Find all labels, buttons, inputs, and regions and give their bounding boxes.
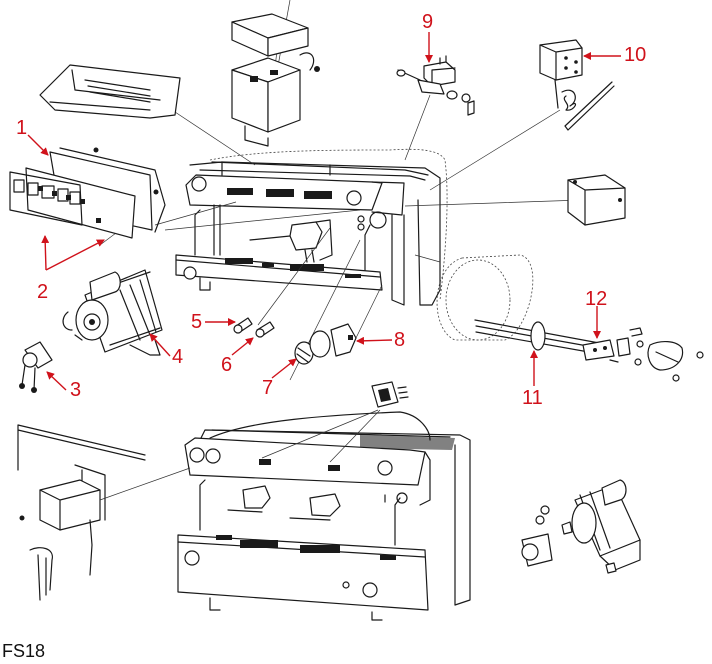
callout-9: 9 bbox=[422, 11, 434, 33]
espresso-machine-3-group bbox=[175, 148, 448, 306]
callout-5: 5 bbox=[191, 311, 203, 333]
display-slot bbox=[304, 191, 332, 199]
relay-block bbox=[567, 174, 626, 226]
arrow-1 bbox=[27, 134, 49, 156]
figure-caption: FS18 bbox=[2, 641, 46, 661]
arrow-2b bbox=[45, 239, 105, 271]
callout-3: 3 bbox=[70, 379, 82, 401]
arrow-4 bbox=[149, 333, 171, 357]
thermostat bbox=[539, 39, 615, 131]
arrow-6 bbox=[231, 337, 254, 356]
steam-knob-left bbox=[191, 176, 207, 192]
arrow-2a bbox=[41, 235, 50, 271]
boiler-heating-element bbox=[436, 254, 704, 382]
solenoid-valve bbox=[396, 55, 475, 116]
callout-8: 8 bbox=[394, 329, 406, 351]
display-slot bbox=[266, 189, 294, 197]
small-electrical-parts bbox=[233, 317, 357, 365]
display-module bbox=[39, 64, 181, 119]
arrow-7 bbox=[271, 358, 297, 379]
gasket bbox=[530, 321, 546, 351]
steam-knob-right bbox=[346, 190, 362, 206]
rocker-switch-part bbox=[261, 381, 409, 463]
callout-11: 11 bbox=[522, 387, 543, 409]
callout-4: 4 bbox=[172, 346, 184, 368]
arrow-3 bbox=[46, 371, 67, 391]
callout-10: 10 bbox=[624, 44, 647, 66]
arrow-8 bbox=[356, 336, 393, 345]
callout-2: 2 bbox=[37, 281, 49, 303]
pump-motor-assembly bbox=[19, 269, 163, 393]
chassis-bracket bbox=[17, 424, 191, 601]
electronic-control-unit bbox=[231, 13, 320, 147]
callout-7: 7 bbox=[262, 377, 274, 399]
callout-6: 6 bbox=[221, 354, 233, 376]
espresso-machine-2-group bbox=[177, 411, 471, 621]
rotary-pump-motor bbox=[521, 479, 641, 574]
callout-1: 1 bbox=[16, 117, 28, 139]
callout-12: 12 bbox=[585, 288, 608, 310]
control-panel-assembly bbox=[9, 147, 166, 239]
display-slot bbox=[227, 188, 253, 195]
callout-arrows bbox=[27, 32, 621, 391]
